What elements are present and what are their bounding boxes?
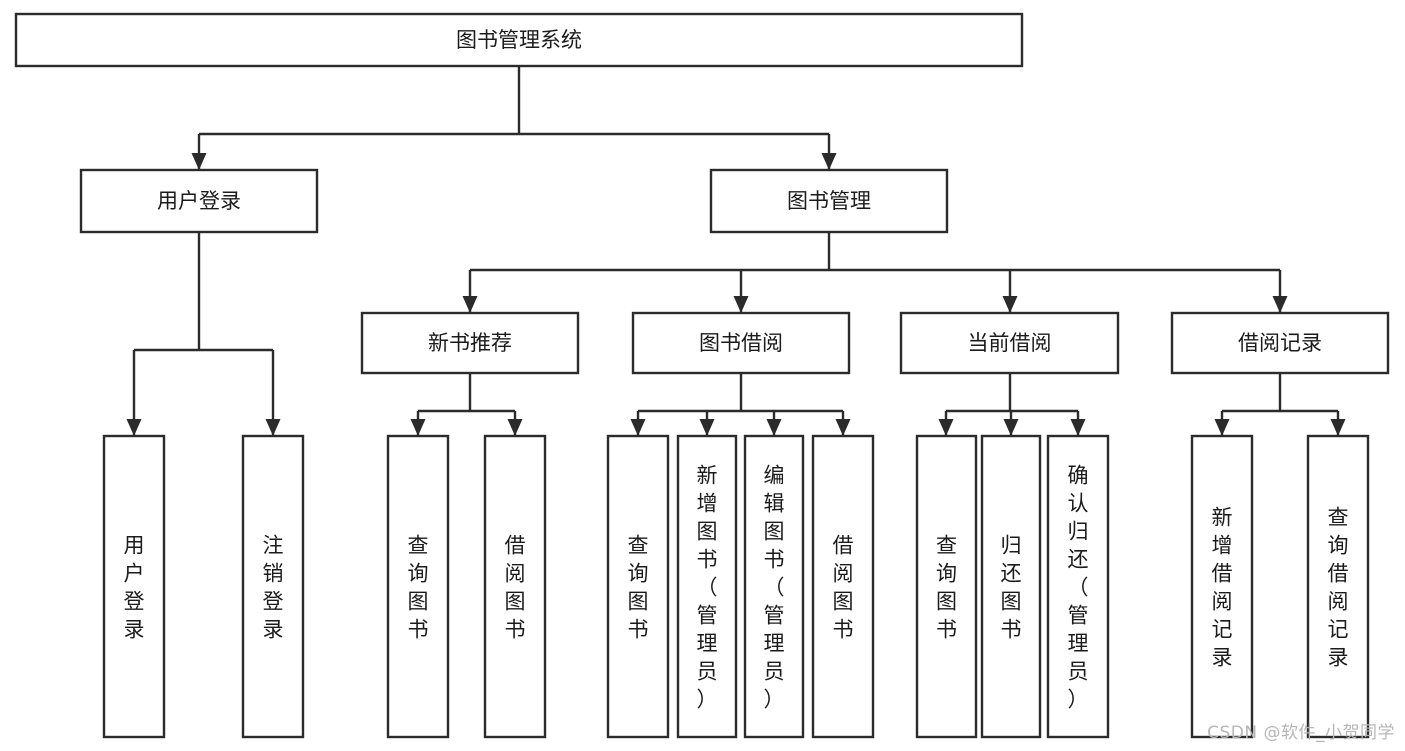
level2-node-1[interactable]: 图书管理 bbox=[709, 168, 949, 234]
level2-box[interactable] bbox=[709, 168, 949, 234]
level3-node-3[interactable]: 借阅记录 bbox=[1170, 311, 1390, 375]
leaf-label: 借阅图书 bbox=[505, 533, 526, 641]
level2-node-0[interactable]: 用户登录 bbox=[79, 168, 319, 234]
leaf-node-10[interactable]: 确认归还（管理员） bbox=[1046, 434, 1110, 739]
level3-label: 当前借阅 bbox=[968, 331, 1052, 355]
connector-group-6 bbox=[1214, 373, 1346, 436]
leaf-box[interactable] bbox=[980, 434, 1042, 739]
connector-arrowhead bbox=[630, 419, 646, 436]
node-layer: 图书管理系统用户登录图书管理新书推荐图书借阅当前借阅借阅记录用户登录注销登录查询… bbox=[14, 12, 1390, 739]
level3-box[interactable] bbox=[1170, 311, 1390, 375]
leaf-node-6[interactable]: 编辑图书（管理员） bbox=[743, 434, 805, 739]
leaf-box[interactable] bbox=[1046, 434, 1110, 739]
leaf-node-8[interactable]: 查询图书 bbox=[915, 434, 978, 739]
leaf-box[interactable] bbox=[1306, 434, 1370, 739]
connector-group-1 bbox=[126, 232, 281, 436]
leaf-label: 新增图书（管理员） bbox=[697, 463, 718, 711]
leaf-node-4[interactable]: 查询图书 bbox=[606, 434, 670, 739]
level2-box[interactable] bbox=[79, 168, 319, 234]
level3-node-1[interactable]: 图书借阅 bbox=[631, 311, 851, 375]
connector-arrowhead bbox=[733, 296, 749, 313]
leaf-label: 新增借阅记录 bbox=[1212, 505, 1233, 669]
leaf-node-0[interactable]: 用户登录 bbox=[102, 434, 166, 739]
root-node-0[interactable]: 图书管理系统 bbox=[14, 12, 1024, 68]
level3-box[interactable] bbox=[360, 311, 580, 375]
leaf-box[interactable] bbox=[811, 434, 875, 739]
connector-arrowhead bbox=[766, 419, 782, 436]
connector-group-0 bbox=[191, 66, 837, 170]
connector-arrowhead bbox=[462, 296, 478, 313]
connector-arrowhead bbox=[507, 419, 523, 436]
connector-arrowhead bbox=[821, 153, 837, 170]
leaf-box[interactable] bbox=[915, 434, 978, 739]
root-box[interactable] bbox=[14, 12, 1024, 68]
leaf-node-12[interactable]: 查询借阅记录 bbox=[1306, 434, 1370, 739]
leaf-label: 归还图书 bbox=[1001, 533, 1022, 641]
leaf-box[interactable] bbox=[241, 434, 305, 739]
leaf-box[interactable] bbox=[386, 434, 450, 739]
leaf-node-3[interactable]: 借阅图书 bbox=[483, 434, 547, 739]
connector-group-3 bbox=[410, 373, 523, 436]
level2-label: 用户登录 bbox=[157, 189, 241, 213]
connector-arrowhead bbox=[938, 419, 954, 436]
connector-arrowhead bbox=[1002, 296, 1018, 313]
connector-arrowhead bbox=[265, 419, 281, 436]
connector-arrowhead bbox=[1070, 419, 1086, 436]
level3-box[interactable] bbox=[631, 311, 851, 375]
level3-label: 图书借阅 bbox=[699, 331, 783, 355]
root-label: 图书管理系统 bbox=[456, 28, 582, 52]
level2-label: 图书管理 bbox=[787, 189, 871, 213]
leaf-label: 查询借阅记录 bbox=[1328, 505, 1349, 669]
leaf-box[interactable] bbox=[743, 434, 805, 739]
leaf-node-2[interactable]: 查询图书 bbox=[386, 434, 450, 739]
leaf-box[interactable] bbox=[676, 434, 738, 739]
connector-arrowhead bbox=[126, 419, 142, 436]
level3-node-2[interactable]: 当前借阅 bbox=[899, 311, 1120, 375]
leaf-label: 注销登录 bbox=[263, 533, 284, 641]
leaf-label: 查询图书 bbox=[408, 533, 429, 641]
leaf-box[interactable] bbox=[483, 434, 547, 739]
connector-arrowhead bbox=[1272, 296, 1288, 313]
connector-arrowhead bbox=[191, 153, 207, 170]
leaf-node-5[interactable]: 新增图书（管理员） bbox=[676, 434, 738, 739]
connector-arrowhead bbox=[699, 419, 715, 436]
level3-node-0[interactable]: 新书推荐 bbox=[360, 311, 580, 375]
leaf-label: 查询图书 bbox=[936, 533, 957, 641]
connector-layer bbox=[126, 66, 1346, 436]
connector-group-4 bbox=[630, 373, 851, 436]
connector-arrowhead bbox=[1330, 419, 1346, 436]
leaf-box[interactable] bbox=[102, 434, 166, 739]
connector-group-5 bbox=[938, 373, 1086, 436]
connector-group-2 bbox=[462, 232, 1288, 313]
leaf-box[interactable] bbox=[606, 434, 670, 739]
leaf-label: 查询图书 bbox=[628, 533, 649, 641]
leaf-label: 用户登录 bbox=[124, 533, 145, 641]
leaf-node-9[interactable]: 归还图书 bbox=[980, 434, 1042, 739]
leaf-node-1[interactable]: 注销登录 bbox=[241, 434, 305, 739]
leaf-label: 借阅图书 bbox=[833, 533, 854, 641]
leaf-node-11[interactable]: 新增借阅记录 bbox=[1190, 434, 1254, 739]
level3-box[interactable] bbox=[899, 311, 1120, 375]
connector-arrowhead bbox=[835, 419, 851, 436]
connector-arrowhead bbox=[1214, 419, 1230, 436]
connector-arrowhead bbox=[410, 419, 426, 436]
leaf-box[interactable] bbox=[1190, 434, 1254, 739]
level3-label: 新书推荐 bbox=[428, 331, 512, 355]
leaf-label: 确认归还（管理员） bbox=[1068, 463, 1089, 711]
leaf-label: 编辑图书（管理员） bbox=[764, 463, 785, 711]
leaf-node-7[interactable]: 借阅图书 bbox=[811, 434, 875, 739]
connector-arrowhead bbox=[1003, 419, 1019, 436]
level3-label: 借阅记录 bbox=[1238, 331, 1322, 355]
